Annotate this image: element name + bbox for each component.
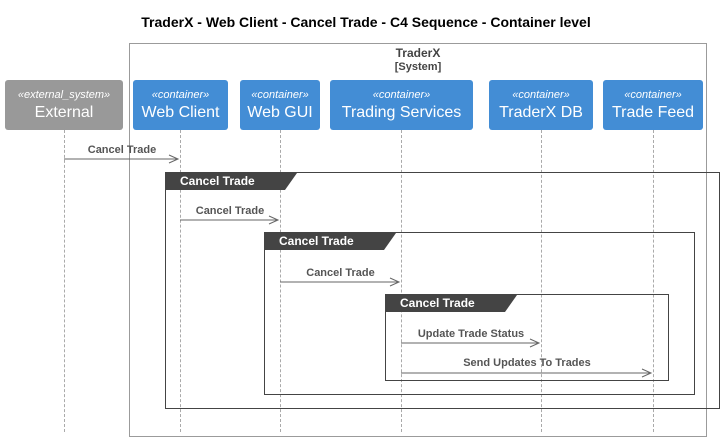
arrowhead-1: [168, 154, 180, 164]
lifeline-trading-services: [401, 130, 402, 432]
participant-name: External: [34, 104, 94, 121]
participant-stereotype: «container»: [372, 89, 431, 101]
participant-traderx-db: «container» TraderX DB: [489, 80, 593, 130]
message-label: Cancel Trade: [306, 267, 375, 279]
fragment-middle: Cancel Trade: [264, 232, 695, 395]
arrowhead-4: [529, 338, 541, 348]
participant-web-client: «container» Web Client: [133, 80, 228, 130]
participant-name: Web GUI: [247, 104, 313, 121]
lifeline-traderx-db: [541, 130, 542, 432]
participant-trade-feed: «container» Trade Feed: [603, 80, 703, 130]
lifeline-trade-feed: [653, 130, 654, 432]
diagram-title: TraderX - Web Client - Cancel Trade - C4…: [141, 14, 591, 30]
participant-stereotype: «container»: [624, 89, 682, 101]
message-label: Update Trade Status: [417, 328, 525, 340]
message-label: Cancel Trade: [195, 205, 265, 217]
fragment-inner: Cancel Trade: [385, 294, 669, 381]
fragment-label: Cancel Trade: [386, 295, 517, 312]
participant-stereotype: «external_system»: [17, 89, 111, 101]
lifeline-web-gui: [280, 130, 281, 432]
system-type: [System]: [394, 61, 442, 73]
message-label: Cancel Trade: [87, 144, 157, 156]
participant-name: Trading Services: [341, 104, 462, 121]
participant-web-gui: «container» Web GUI: [240, 80, 320, 130]
participant-name: Web Client: [141, 104, 220, 121]
arrowhead-2: [268, 215, 280, 225]
participant-external: «external_system» External: [5, 80, 123, 130]
fragment-label: Cancel Trade: [166, 173, 297, 190]
participant-name: TraderX DB: [499, 104, 583, 121]
lifeline-external: [64, 130, 65, 432]
participant-stereotype: «container»: [251, 89, 309, 101]
arrowhead-3: [389, 277, 401, 287]
participant-trading-services: «container» Trading Services: [330, 80, 473, 130]
participant-stereotype: «container»: [512, 89, 570, 101]
fragment-label: Cancel Trade: [265, 233, 396, 250]
system-name: TraderX: [395, 46, 441, 60]
fragment-outer: Cancel Trade: [165, 172, 720, 409]
lifeline-web-client: [180, 130, 181, 432]
arrowhead-5: [641, 368, 653, 378]
message-label: Send Updates To Trades: [463, 357, 591, 369]
system-boundary: [129, 43, 707, 437]
participant-name: Trade Feed: [611, 104, 695, 121]
participant-stereotype: «container»: [151, 89, 210, 101]
